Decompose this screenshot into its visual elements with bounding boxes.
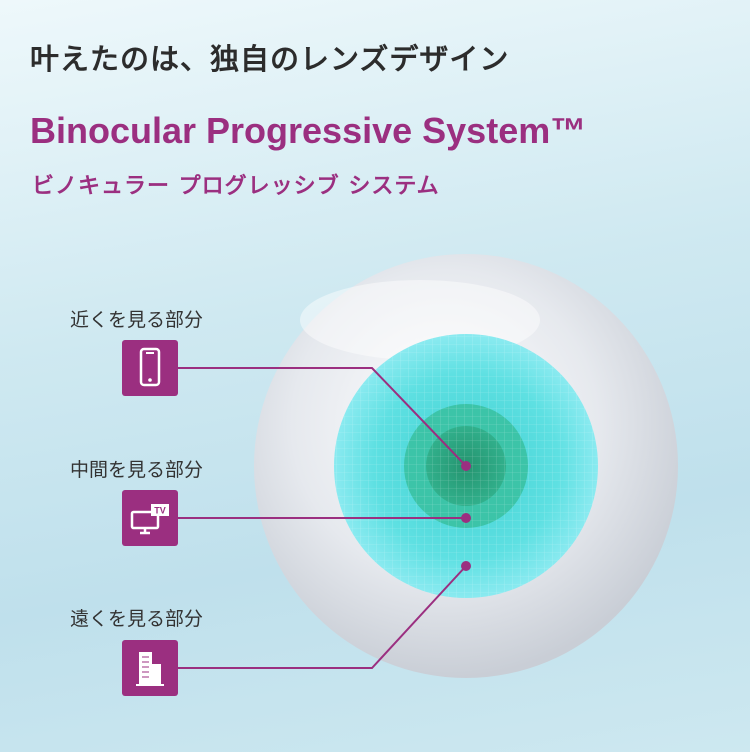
intermediate-point	[461, 513, 471, 523]
near-zone-label: 近くを見る部分	[70, 309, 204, 331]
headline: 叶えたのは、独自のレンズデザイン	[30, 42, 510, 76]
smartphone-icon	[122, 340, 178, 396]
distance-leader-line	[178, 565, 467, 669]
brand-name-en: Binocular Progressive System™	[30, 110, 587, 151]
near-leader-line	[178, 367, 467, 467]
distance-point	[461, 561, 471, 571]
near-point	[461, 461, 471, 471]
brand-name-jp: ビノキュラー プログレッシブ システム	[32, 174, 440, 199]
tv-icon-text: TV	[154, 506, 166, 516]
building-icon	[122, 640, 178, 696]
distance-zone-label: 遠くを見る部分	[70, 608, 204, 630]
intermediate-zone-label: 中間を見る部分	[70, 459, 204, 481]
tv-icon: TV	[122, 490, 178, 546]
